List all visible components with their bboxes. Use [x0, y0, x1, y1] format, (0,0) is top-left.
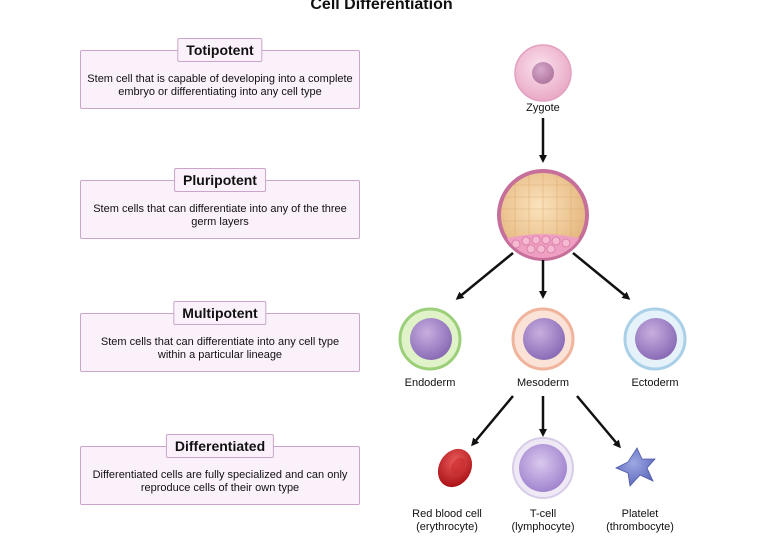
- zygote-label: Zygote: [526, 102, 560, 114]
- arrow-to-red-blood-cell: [471, 395, 514, 447]
- arrow-to-ectoderm: [572, 252, 631, 300]
- red-blood-cell: [437, 448, 473, 488]
- stage-description-totipotent: Stem cell that is capable of developing …: [87, 73, 353, 98]
- t-cell-label: T-cell (lymphocyte): [483, 508, 603, 534]
- stage-box-multipotent: Multipotent Stem cells that can differen…: [80, 301, 360, 372]
- endoderm-cell: [398, 307, 462, 371]
- endoderm-label: Endoderm: [404, 377, 456, 389]
- t-cell-name: T-cell: [529, 508, 557, 520]
- platelet-cell: [615, 447, 656, 487]
- t-cell: [512, 437, 574, 499]
- blastocyst-cell: [497, 169, 589, 261]
- stage-box-differentiated: Differentiated Differentiated cells are …: [80, 434, 360, 505]
- arrow-to-platelet: [576, 395, 621, 449]
- stage-name-pluripotent: Pluripotent: [174, 168, 266, 192]
- stage-box-pluripotent: Pluripotent Stem cells that can differen…: [80, 168, 360, 239]
- red-blood-cell-alias: (erythrocyte): [416, 521, 478, 533]
- ectoderm-cell: [623, 307, 687, 371]
- red-blood-cell-name: Red blood cell: [412, 508, 482, 520]
- platelet-label: Platelet (thrombocyte): [580, 508, 700, 534]
- platelet-alias: (thrombocyte): [606, 521, 674, 533]
- red-blood-cell-label: Red blood cell (erythrocyte): [387, 508, 507, 534]
- arrow-to-endoderm: [455, 252, 514, 300]
- diagram-title: Cell Differentiation: [310, 0, 453, 13]
- stage-description-pluripotent: Stem cells that can differentiate into a…: [93, 203, 347, 228]
- stage-name-differentiated: Differentiated: [165, 434, 275, 458]
- mesoderm-label: Mesoderm: [517, 377, 569, 389]
- t-cell-alias: (lymphocyte): [511, 521, 575, 533]
- ectoderm-label: Ectoderm: [631, 377, 679, 389]
- platelet-name: Platelet: [621, 508, 659, 520]
- stage-description-multipotent: Stem cells that can differentiate into a…: [100, 336, 340, 361]
- stage-description-differentiated: Differentiated cells are fully specializ…: [92, 469, 348, 494]
- stage-name-multipotent: Multipotent: [173, 301, 267, 325]
- zygote-cell: [514, 44, 572, 102]
- stage-name-totipotent: Totipotent: [177, 38, 263, 62]
- stage-box-totipotent: Totipotent Stem cell that is capable of …: [80, 38, 360, 109]
- mesoderm-cell: [511, 307, 575, 371]
